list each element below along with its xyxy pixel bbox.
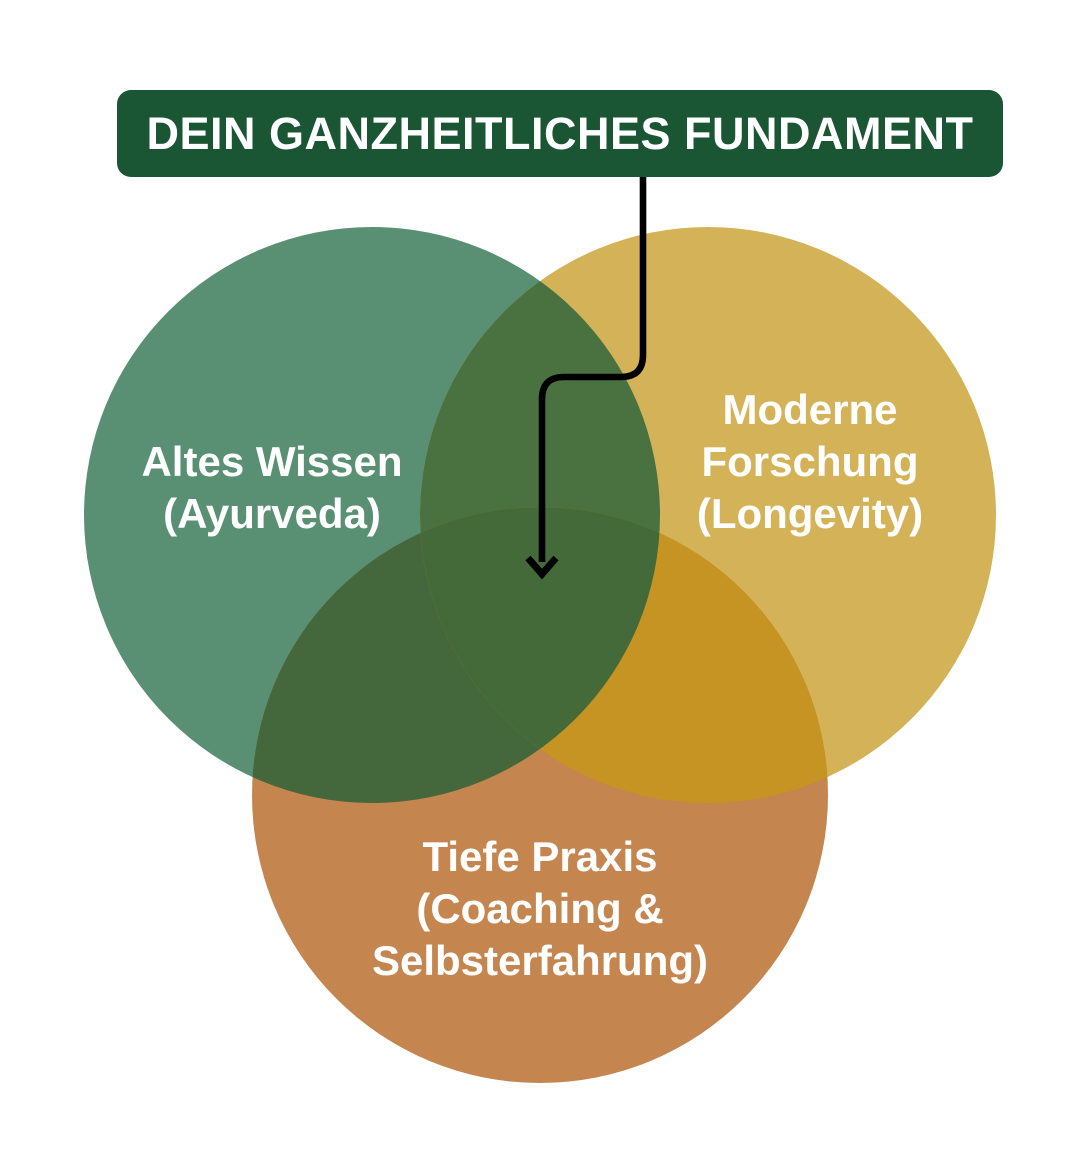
altes-wissen-label-line1: Altes Wissen: [141, 438, 403, 485]
tiefe-praxis-label: Tiefe Praxis (Coaching & Selbsterfahrung…: [315, 831, 765, 987]
arrowhead-icon: [525, 555, 559, 580]
moderne-forschung-label: Moderne Forschung (Longevity): [630, 384, 990, 540]
tiefe-praxis-label-line2: (Coaching &: [416, 885, 664, 932]
moderne-forschung-label-line1: Moderne: [722, 386, 898, 433]
banner-to-center-arrow: [538, 177, 647, 562]
tiefe-praxis-label-line1: Tiefe Praxis: [422, 833, 658, 880]
tiefe-praxis-label-line3: Selbsterfahrung): [371, 937, 709, 984]
moderne-forschung-label-line2: Forschung: [701, 438, 919, 485]
title-banner-label: DEIN GANZHEITLICHES FUNDAMENT: [146, 107, 974, 159]
title-banner: DEIN GANZHEITLICHES FUNDAMENT: [117, 90, 1003, 177]
moderne-forschung-label-line3: (Longevity): [696, 490, 924, 537]
altes-wissen-label-line2: (Ayurveda): [163, 490, 381, 537]
altes-wissen-label: Altes Wissen (Ayurveda): [92, 436, 452, 540]
